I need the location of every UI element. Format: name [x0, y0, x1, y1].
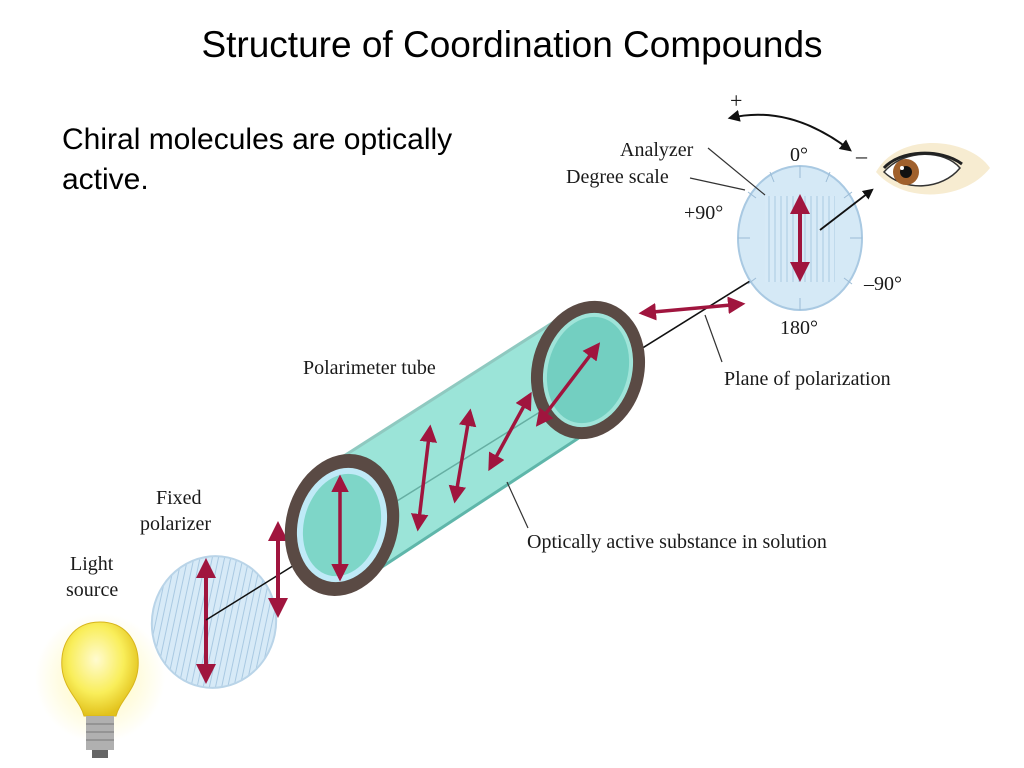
eye-icon: [876, 142, 990, 195]
plane-arrow: [638, 296, 746, 321]
label-light: Light: [70, 553, 114, 575]
label-degree-scale: Degree scale: [566, 166, 669, 188]
label-minus: –: [855, 143, 868, 168]
label-source: source: [66, 579, 118, 601]
label-analyzer: Analyzer: [620, 139, 694, 161]
label-plus: +: [730, 88, 742, 113]
rotation-arrow: [727, 109, 852, 152]
label-plane-of-polarization: Plane of polarization: [724, 368, 891, 390]
label-zero: 0°: [790, 144, 808, 166]
polarimeter-tube: [284, 300, 646, 597]
label-polarizer: polarizer: [140, 513, 211, 535]
label-polarimeter-tube: Polarimeter tube: [303, 357, 436, 379]
slide-subtitle: Chiral molecules are optically active.: [62, 123, 453, 196]
label-plus-90: +90°: [684, 202, 723, 224]
analyzer-disc: [737, 165, 863, 311]
label-optically-active: Optically active substance in solution: [527, 531, 827, 553]
label-180: 180°: [780, 317, 818, 339]
label-fixed: Fixed: [156, 487, 202, 509]
light-bulb-icon: [35, 613, 165, 758]
fixed-polarizer: [150, 555, 278, 689]
slide-title: Structure of Coordination Compounds: [201, 24, 823, 65]
label-minus-90: –90°: [863, 273, 902, 295]
